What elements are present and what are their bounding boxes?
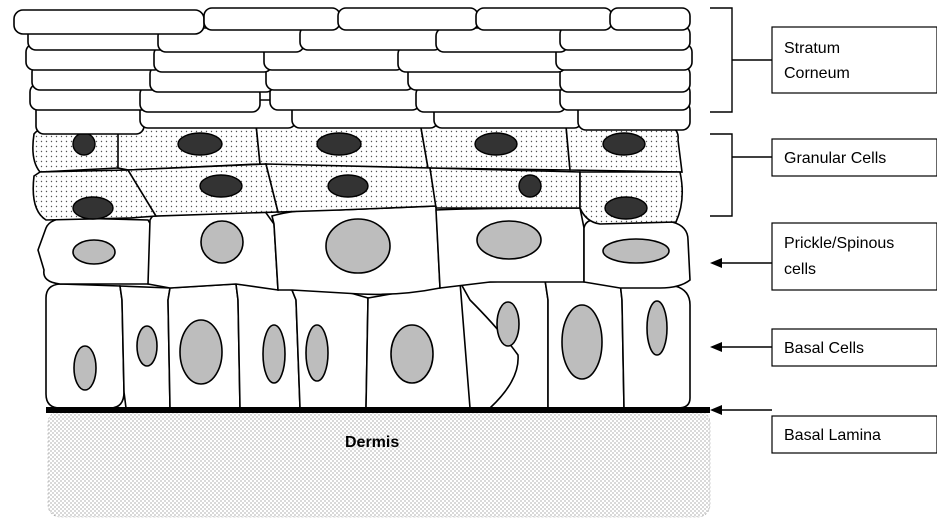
granular-nucleus <box>605 197 647 219</box>
spinous-nucleus <box>477 221 541 259</box>
svg-text:Prickle/Spinous: Prickle/Spinous <box>784 235 894 252</box>
label-prickle-spinous: Prickle/Spinous cells <box>772 223 937 290</box>
dermis-label: Dermis <box>345 434 399 451</box>
svg-text:Basal Lamina: Basal Lamina <box>784 427 881 444</box>
svg-text:Granular Cells: Granular Cells <box>784 150 886 167</box>
granular-nucleus <box>519 175 541 197</box>
spinous-nucleus <box>326 219 390 273</box>
granular-nucleus <box>200 175 242 197</box>
spinous-nucleus <box>603 239 669 263</box>
label-basal-lamina: Basal Lamina <box>772 416 937 453</box>
label-granular-cells: Granular Cells <box>772 139 937 176</box>
dermis: Dermis <box>48 411 710 517</box>
granular-nucleus <box>328 175 368 197</box>
basal-nucleus <box>497 302 519 346</box>
bracket-granular <box>710 134 772 216</box>
basal-nucleus <box>647 301 667 355</box>
bracket-stratum-corneum <box>710 8 772 112</box>
granular-nucleus <box>475 133 517 155</box>
basal-cell-layer <box>46 280 690 408</box>
spinous-nucleus <box>201 221 243 263</box>
granular-nucleus <box>603 133 645 155</box>
basal-nucleus <box>74 346 96 390</box>
arrow-basal-lamina <box>710 405 772 415</box>
basal-nucleus <box>391 325 433 383</box>
basal-nucleus <box>562 305 602 379</box>
basal-nucleus <box>137 326 157 366</box>
arrow-basal <box>710 342 772 352</box>
granular-nucleus <box>178 133 222 155</box>
granular-nucleus <box>73 133 95 155</box>
granular-nucleus <box>317 133 361 155</box>
svg-text:Basal Cells: Basal Cells <box>784 340 864 357</box>
granular-nucleus <box>73 197 113 219</box>
basal-nucleus <box>180 320 222 384</box>
arrow-prickle <box>710 258 772 268</box>
basal-nucleus <box>306 325 328 381</box>
basal-nucleus <box>263 325 285 383</box>
granular-cell-layer <box>33 119 682 224</box>
svg-text:Corneum: Corneum <box>784 65 850 82</box>
spinous-nucleus <box>73 240 115 264</box>
stratum-corneum-layer <box>14 8 692 134</box>
label-basal-cells: Basal Cells <box>772 329 937 366</box>
label-stratum-corneum: Stratum Corneum <box>772 27 937 93</box>
svg-text:Stratum: Stratum <box>784 40 840 57</box>
svg-text:cells: cells <box>784 261 816 278</box>
